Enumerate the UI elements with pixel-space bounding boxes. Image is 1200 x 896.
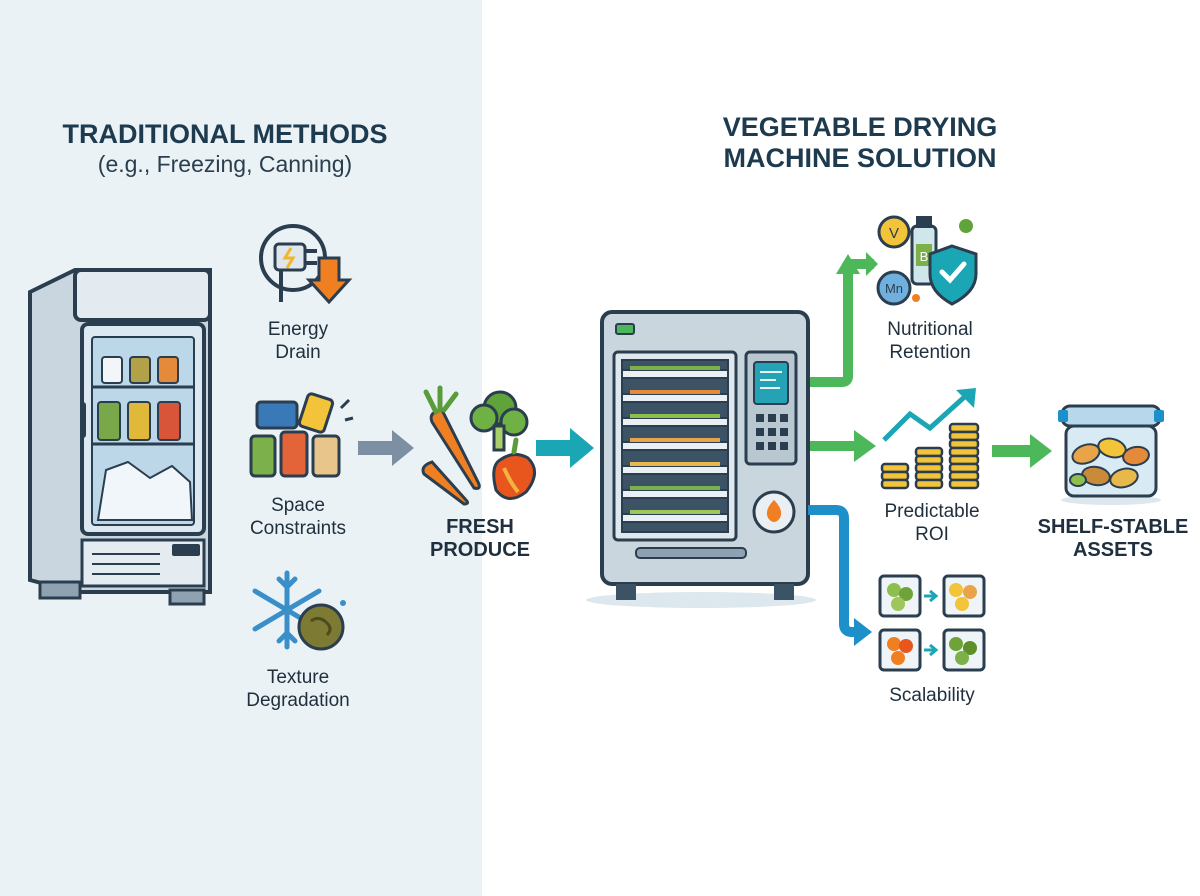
nutritional-retention-label: Nutritional Retention bbox=[887, 319, 973, 363]
traditional-methods-title: TRADITIONAL METHODS bbox=[62, 119, 388, 149]
energy-drain-label: Energy Drain bbox=[267, 319, 329, 363]
svg-text:V: V bbox=[889, 225, 899, 242]
svg-text:B: B bbox=[920, 249, 929, 264]
predictable-roi-label: Predictable ROI bbox=[884, 501, 980, 545]
arrow-right-green-icon bbox=[992, 434, 1052, 468]
scalability-label: Scalability bbox=[889, 685, 975, 706]
branch-arrow-mid-icon bbox=[810, 430, 876, 462]
shelf-stable-assets-label: SHELF-STABLE ASSETS bbox=[1037, 516, 1189, 561]
branch-arrow-down-icon bbox=[808, 505, 872, 646]
vitamins-shield-icon: V B Mn bbox=[876, 215, 978, 306]
coins-growth-icon bbox=[880, 388, 980, 490]
plug-arrow-down-icon bbox=[259, 224, 353, 305]
drying-machine-icon bbox=[586, 310, 816, 608]
drying-solution-title: VEGETABLE DRYING MACHINE SOLUTION bbox=[722, 112, 998, 173]
stacked-jars-icon bbox=[249, 392, 354, 478]
texture-degradation-label: Texture Degradation bbox=[246, 667, 350, 711]
traditional-methods-subtitle: (e.g., Freezing, Canning) bbox=[97, 151, 353, 177]
scaling-grid-icon bbox=[878, 574, 986, 672]
vegetables-icon bbox=[421, 385, 536, 506]
space-constraints-label: Space Constraints bbox=[249, 495, 347, 539]
storage-container-icon bbox=[1058, 404, 1164, 505]
snowflake-icon bbox=[252, 570, 346, 651]
branch-arrow-up-icon bbox=[810, 252, 878, 387]
svg-text:Mn: Mn bbox=[885, 281, 903, 296]
fresh-produce-label: FRESH PRODUCE bbox=[429, 516, 530, 561]
freezer-icon bbox=[28, 268, 212, 606]
arrow-right-icon bbox=[358, 430, 414, 466]
arrow-right-teal-icon bbox=[536, 428, 594, 468]
